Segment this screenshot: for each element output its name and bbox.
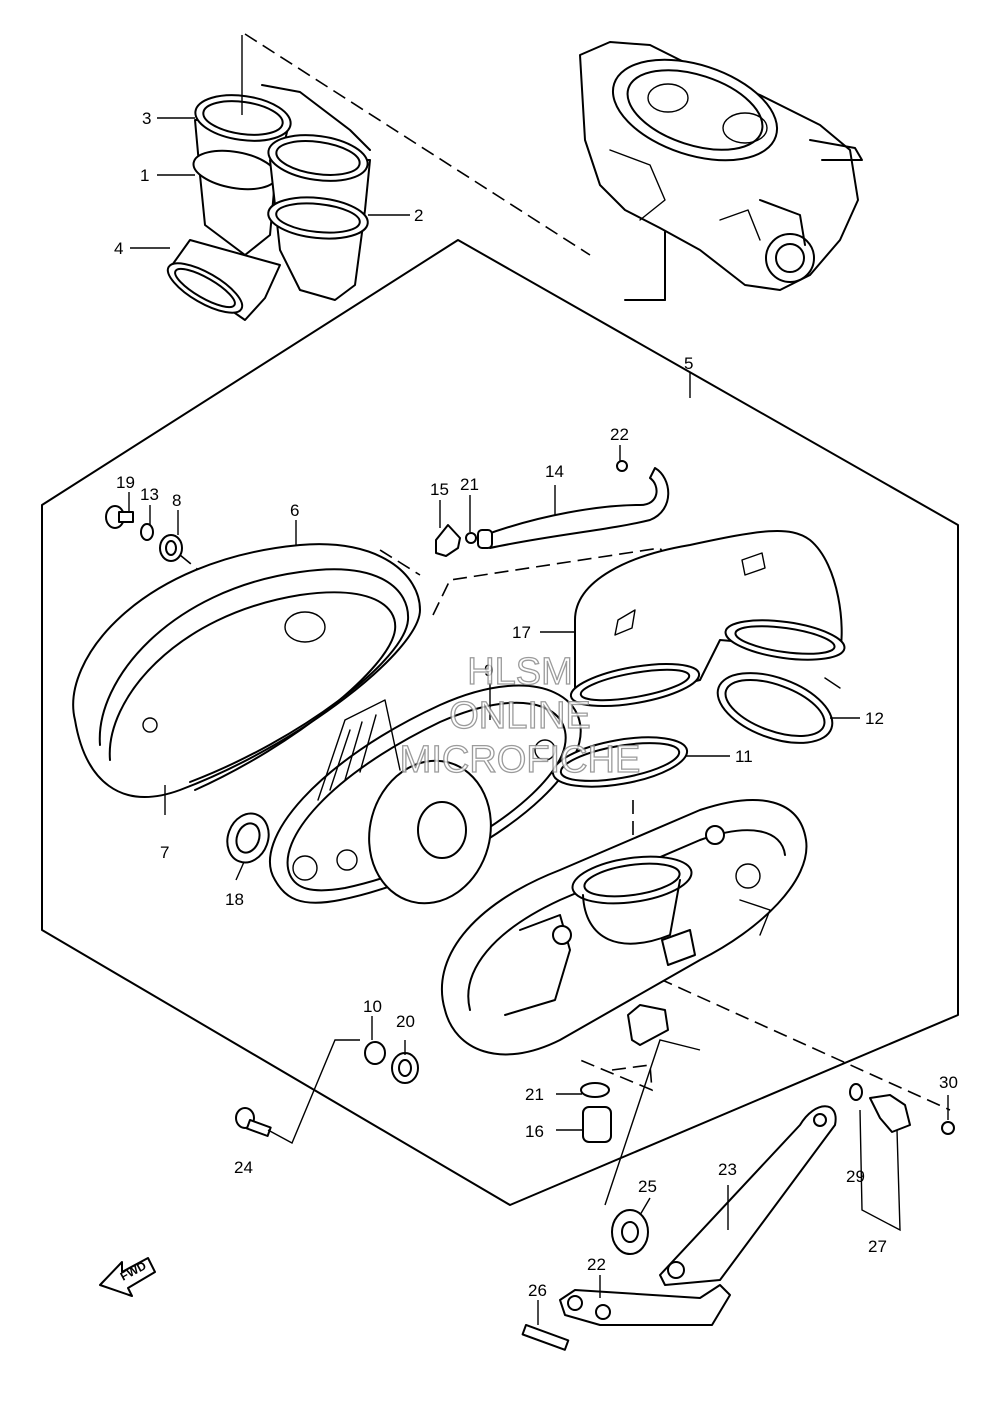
callout-6: 6	[290, 501, 299, 520]
callout-3: 3	[142, 109, 151, 128]
intake-duct-17	[569, 529, 846, 708]
callout-19: 19	[116, 473, 135, 492]
callout-20: 20	[396, 1012, 415, 1031]
callout-1: 1	[140, 166, 149, 185]
grommet-18	[226, 812, 270, 864]
air-cleaner-case	[440, 799, 808, 1056]
cap-screw-hardware	[105, 505, 183, 562]
sensor-assembly	[849, 1083, 955, 1232]
watermark-line-1: HLSM	[467, 651, 573, 693]
callout-11: 11	[735, 747, 753, 766]
callout-15: 15	[430, 480, 449, 499]
callout-9: 9	[484, 661, 493, 680]
drain-fitting	[580, 1004, 669, 1143]
callout-29: 29	[846, 1167, 865, 1186]
air-filter-element	[269, 684, 582, 905]
callout-26: 25	[638, 1177, 657, 1196]
seal-11	[551, 736, 689, 788]
mount-hardware	[235, 1039, 419, 1144]
watermark-line-3: MICROFICHE	[400, 739, 641, 781]
callout-10: 10	[363, 997, 382, 1016]
callout-labels: 3 1 2 4 5 22 14 21 15 19 13 8 6 17 9 12 …	[114, 109, 958, 1300]
watermark-line-2: ONLINE	[449, 695, 590, 737]
callout-18: 18	[225, 890, 244, 909]
callout-17: 17	[512, 623, 531, 642]
leader-lines	[128, 35, 949, 1325]
seal-12	[716, 672, 841, 744]
callout-23: 22	[587, 1255, 606, 1274]
watermark: HLSM ONLINE MICROFICHE	[399, 650, 641, 781]
air-cleaner-cap	[72, 543, 421, 798]
callout-27: 26	[528, 1281, 547, 1300]
callout-16: 16	[525, 1122, 544, 1141]
callout-13: 13	[140, 485, 159, 504]
callout-4: 4	[114, 239, 123, 258]
callout-12: 12	[865, 709, 884, 728]
callout-28: 27	[868, 1237, 887, 1256]
callout-25: 24	[234, 1158, 253, 1177]
brackets	[521, 1039, 837, 1351]
callout-30: 30	[939, 1073, 958, 1092]
intake-pipes	[166, 84, 371, 321]
callout-22: 22	[610, 425, 629, 444]
callout-7: 7	[160, 843, 169, 862]
callout-21-top: 21	[460, 475, 479, 494]
fwd-arrow-icon: FWD	[99, 1257, 156, 1297]
throttle-body	[579, 41, 863, 301]
callout-2: 2	[414, 206, 423, 225]
callout-21-bottom: 21	[525, 1085, 544, 1104]
callout-8: 8	[172, 491, 181, 510]
breather-hose-14	[435, 460, 670, 557]
callout-5: 5	[684, 354, 693, 373]
callout-24: 23	[718, 1160, 737, 1179]
assembly-boundary	[41, 239, 959, 1206]
callout-14: 14	[545, 462, 564, 481]
